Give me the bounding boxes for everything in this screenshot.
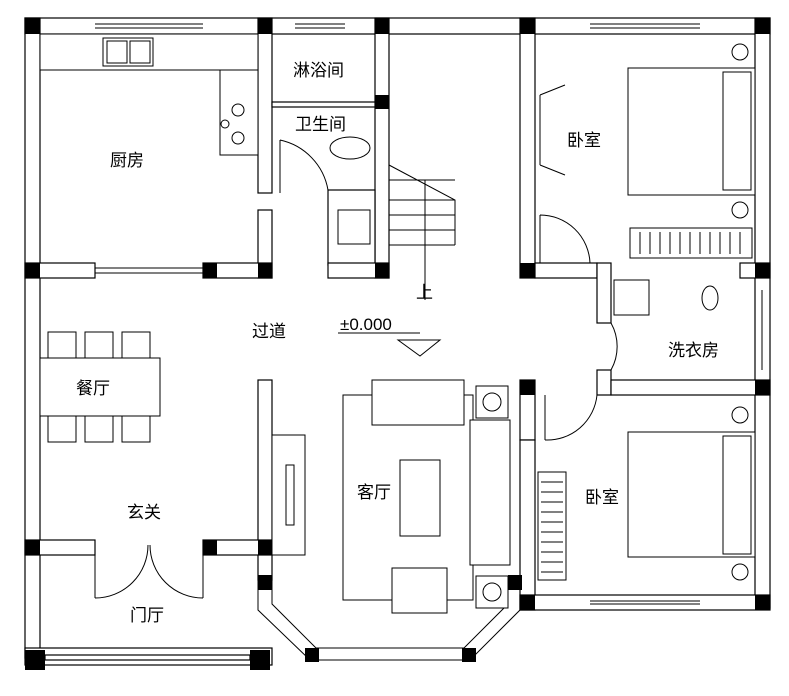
wardrobe-bottom xyxy=(537,471,567,581)
label-shower: 淋浴间 xyxy=(293,61,344,81)
walls xyxy=(24,17,771,666)
columns xyxy=(25,18,770,670)
label-bedroom-bottom: 卧室 xyxy=(585,488,619,508)
label-kitchen: 厨房 xyxy=(110,151,144,171)
label-porch: 门厅 xyxy=(130,606,164,626)
elevation-label: ±0.000 xyxy=(340,315,392,334)
label-laundry: 洗衣房 xyxy=(668,341,719,361)
washing-machine xyxy=(613,279,650,316)
sofa-top xyxy=(371,379,465,426)
elevation-marker xyxy=(338,332,442,357)
furniture xyxy=(39,33,756,614)
label-foyer: 玄关 xyxy=(127,503,161,523)
toilet xyxy=(329,136,371,160)
squat-toilet xyxy=(701,285,719,311)
wardrobe-top xyxy=(629,227,753,259)
label-living: 客厅 xyxy=(357,483,391,503)
coffee-table xyxy=(399,459,441,537)
label-corridor: 过道 xyxy=(252,322,286,342)
stair-up-label: 上 xyxy=(416,283,433,303)
label-toilet: 卫生间 xyxy=(295,115,346,135)
label-dining: 餐厅 xyxy=(76,379,110,399)
armchair xyxy=(391,567,448,614)
label-bedroom-top: 卧室 xyxy=(567,131,601,151)
room-labels: 厨房 淋浴间 卫生间 卧室 卧室 洗衣房 过道 ±0.000 上 餐厅 客厅 玄… xyxy=(76,61,719,626)
stairs xyxy=(388,164,456,300)
doors xyxy=(94,84,618,599)
sofa-side xyxy=(469,419,511,566)
